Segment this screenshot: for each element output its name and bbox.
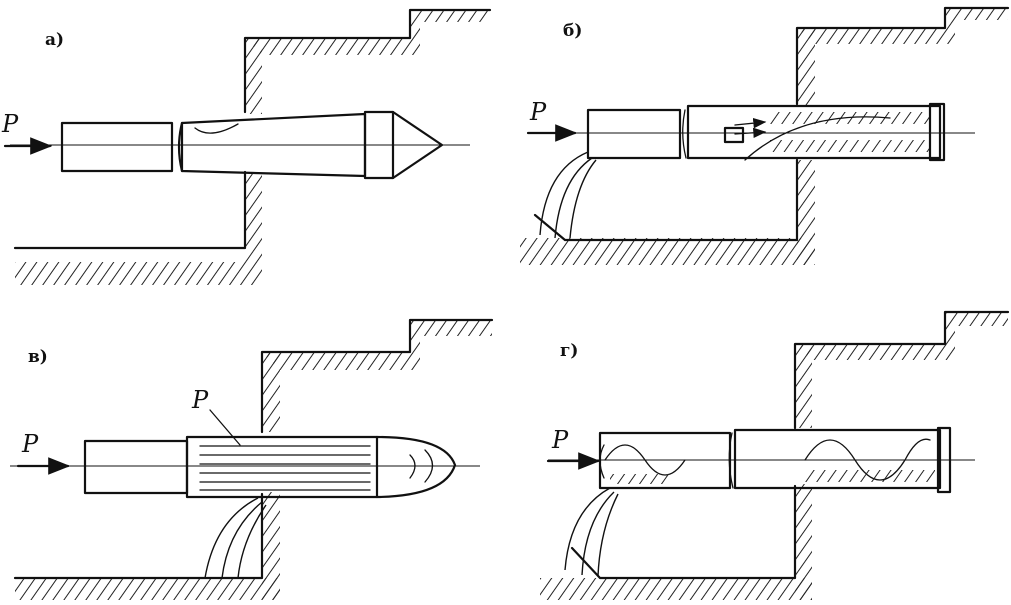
spoil-discharge-c (204, 497, 259, 579)
inner-force-label-c: P (191, 386, 209, 414)
cutting-head-b (928, 102, 946, 162)
pipe-c (83, 409, 457, 499)
force-label-d: P (551, 426, 569, 454)
panel-label-a: а) (45, 30, 64, 50)
panel-b: б) P (520, 6, 1010, 265)
cone-tip-c (375, 435, 457, 499)
force-label-a: P (1, 110, 19, 138)
force-label-c: P (21, 430, 39, 458)
pit-wall-b (795, 6, 1010, 106)
pit-wall-a (243, 8, 492, 114)
spoil-discharge-d (564, 487, 611, 571)
panel-c: в) P P (10, 318, 494, 600)
panel-a: а) P (1, 8, 492, 285)
panel-d: г) P (540, 310, 1010, 600)
pit-wall-d (793, 310, 1010, 430)
pipe-b (586, 102, 946, 162)
pit-wall-c (260, 318, 494, 434)
panel-label-b: б) (563, 21, 582, 41)
spoil-discharge-b (539, 151, 589, 236)
force-label-b: P (529, 98, 547, 126)
panel-label-d: г) (560, 341, 578, 361)
panel-label-c: в) (28, 347, 48, 367)
